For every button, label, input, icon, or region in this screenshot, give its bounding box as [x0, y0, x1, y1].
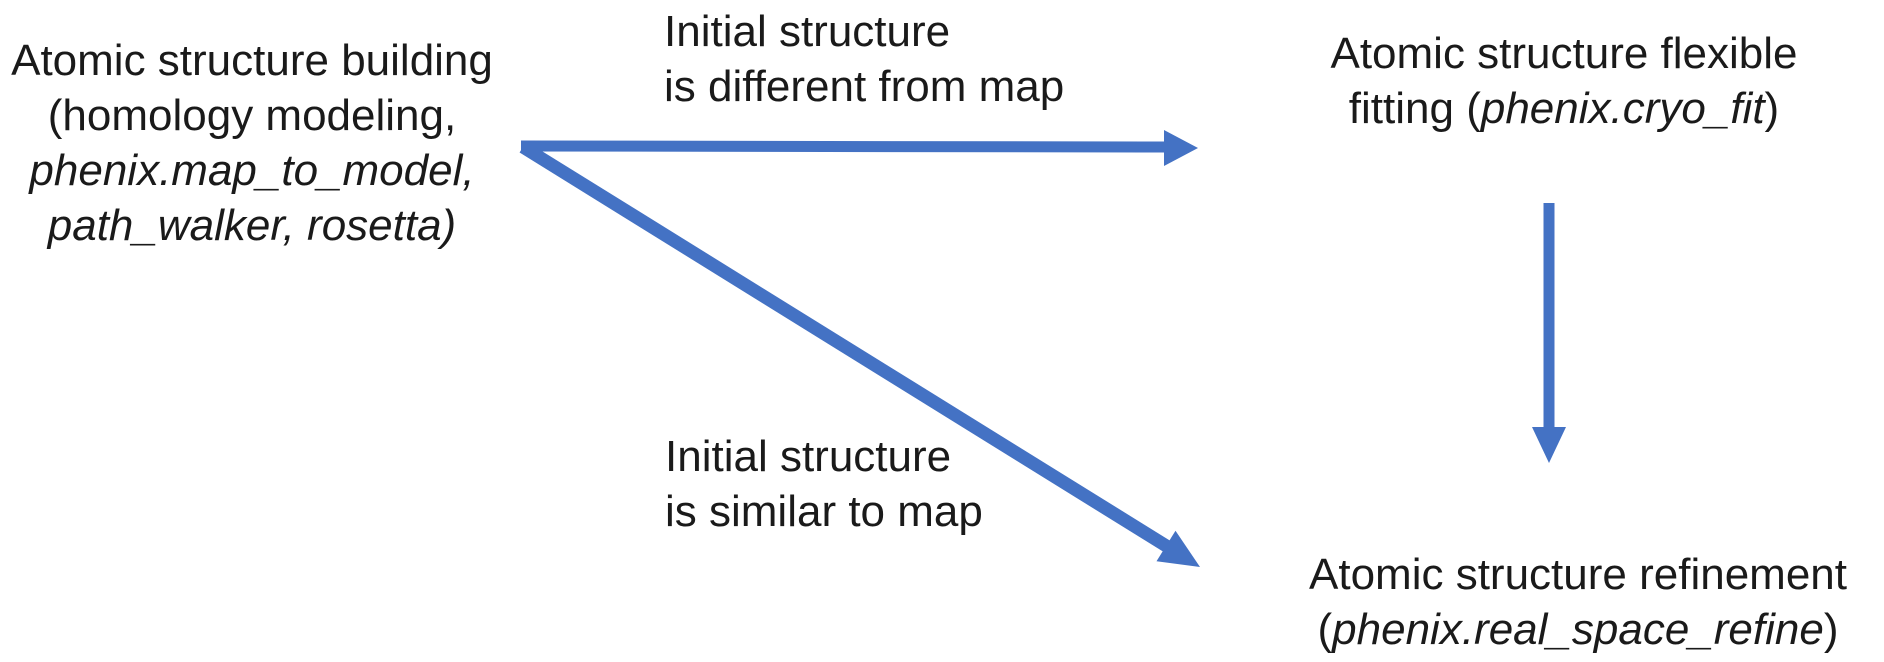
text-segment: (homology modeling, [47, 91, 457, 140]
arrow-building-to-fitting [520, 130, 1198, 166]
node-atomic-structure-refinement: Atomic structure refinement (phenix.real… [1268, 547, 1884, 657]
text-line: Atomic structure building [2, 33, 502, 88]
text-segment: Initial structure [665, 432, 952, 481]
text-line: Initial structure [664, 4, 1064, 59]
text-segment: is different from map [664, 62, 1065, 111]
text-line: Initial structure [665, 429, 983, 484]
text-line: (homology modeling, [2, 88, 502, 143]
text-segment: is similar to map [665, 487, 983, 536]
arrow-head [1156, 530, 1200, 567]
text-segment: ) [1764, 84, 1780, 133]
text-segment: Atomic structure building [11, 36, 493, 85]
arrow-head [1164, 130, 1198, 166]
text-line: is similar to map [665, 484, 983, 539]
text-line: (phenix.real_space_refine) [1268, 602, 1884, 657]
text-line: is different from map [664, 59, 1064, 114]
arrow-building-to-refinement [519, 141, 1200, 567]
text-line: Atomic structure flexible [1284, 26, 1844, 81]
edge-label-initial-structure-similar: Initial structure is similar to map [665, 429, 983, 539]
text-line: fitting (phenix.cryo_fit) [1284, 81, 1844, 136]
text-line: path_walker, rosetta) [2, 198, 502, 253]
arrow-head [1532, 427, 1566, 463]
text-segment: ) [1823, 605, 1839, 654]
text-segment: phenix.map_to_model, [29, 146, 475, 195]
arrow-shaft [520, 140, 1165, 153]
node-atomic-structure-building: Atomic structure building (homology mode… [2, 33, 502, 253]
arrow-shaft [519, 141, 1172, 553]
text-segment: fitting ( [1348, 84, 1481, 133]
arrow-fitting-to-refinement [1532, 203, 1566, 463]
text-segment: phenix.cryo_fit [1480, 84, 1765, 133]
text-segment: path_walker, rosetta) [47, 201, 457, 250]
text-line: Atomic structure refinement [1268, 547, 1884, 602]
edge-label-initial-structure-different: Initial structure is different from map [664, 4, 1064, 114]
text-segment: Initial structure [664, 7, 951, 56]
text-line: phenix.map_to_model, [2, 143, 502, 198]
node-atomic-structure-flexible-fitting: Atomic structure flexible fitting (pheni… [1284, 26, 1844, 136]
text-segment: Atomic structure flexible [1330, 29, 1798, 78]
text-segment: ( [1317, 605, 1333, 654]
text-segment: Atomic structure refinement [1309, 550, 1847, 599]
text-segment: phenix.real_space_refine [1332, 605, 1824, 654]
